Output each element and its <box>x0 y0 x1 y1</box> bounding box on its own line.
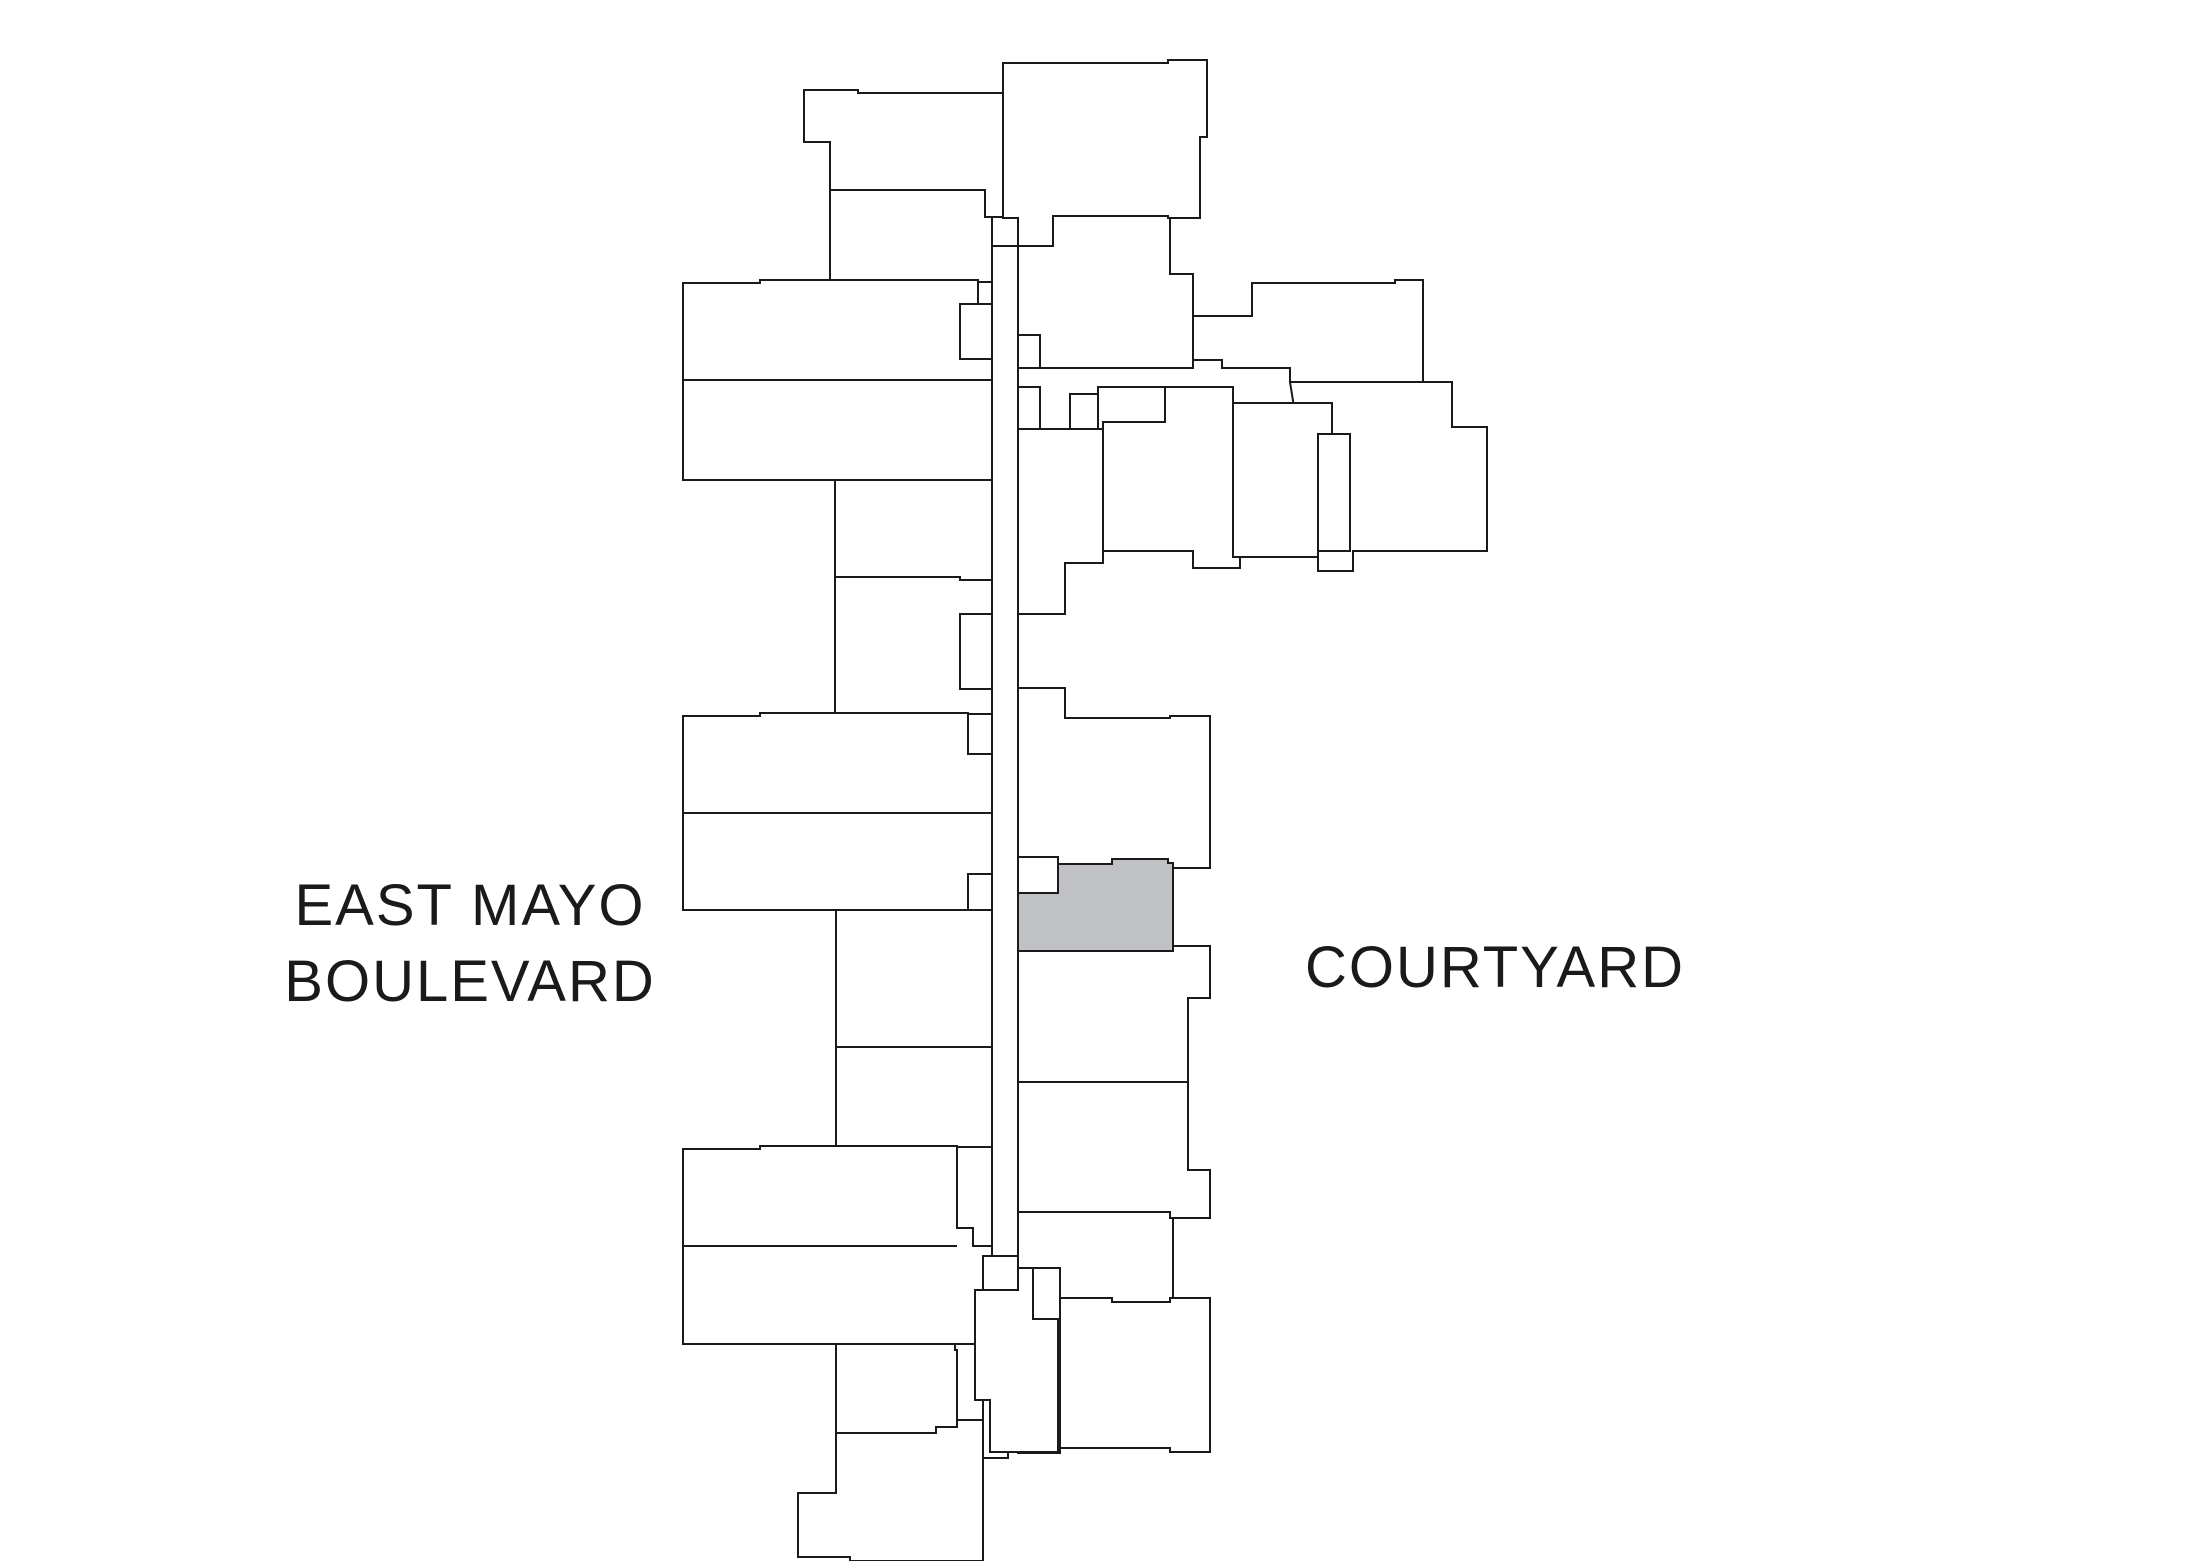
unit-west-w7[interactable] <box>835 909 993 1048</box>
unit-east-e6[interactable] <box>1017 856 1059 894</box>
unit-west-w6[interactable] <box>682 712 993 911</box>
closet-east-3[interactable] <box>1069 393 1099 430</box>
courtyard-label: COURTYARD <box>1305 935 1685 1000</box>
unit-east-e10[interactable] <box>1059 1297 1211 1453</box>
unit-west-w11[interactable] <box>797 1419 984 1561</box>
unit-west-w10[interactable] <box>835 1343 958 1434</box>
unit-east-e12[interactable] <box>974 1267 1059 1453</box>
street-label-line1: EAST MAYO <box>294 873 646 938</box>
street-label-east-mayo-boulevard: EAST MAYO BOULEVARD <box>280 868 660 1020</box>
closet-east-2[interactable] <box>1017 386 1041 430</box>
unit-east-n2[interactable] <box>1017 215 1194 369</box>
unit-east-e7[interactable] <box>1017 945 1211 1083</box>
unit-east-e8[interactable] <box>1017 1081 1211 1219</box>
unit-east-e6-selected[interactable] <box>1017 858 1174 952</box>
unit-west-w8[interactable] <box>835 1046 993 1148</box>
unit-west-w4[interactable] <box>834 479 993 581</box>
street-label-line2: BOULEVARD <box>284 949 656 1014</box>
unit-east-n3[interactable] <box>1192 279 1424 383</box>
closet-west-3[interactable] <box>967 873 993 911</box>
closet-east-1[interactable] <box>1017 334 1041 369</box>
unit-east-e1[interactable] <box>1017 428 1104 615</box>
unit-west-w2[interactable] <box>829 189 993 283</box>
closet-west-1[interactable] <box>959 303 993 360</box>
corridor <box>991 245 1019 1257</box>
unit-east-e5[interactable] <box>1017 687 1211 869</box>
closet-west-2[interactable] <box>959 613 993 690</box>
unit-east-e4[interactable] <box>1317 433 1351 552</box>
